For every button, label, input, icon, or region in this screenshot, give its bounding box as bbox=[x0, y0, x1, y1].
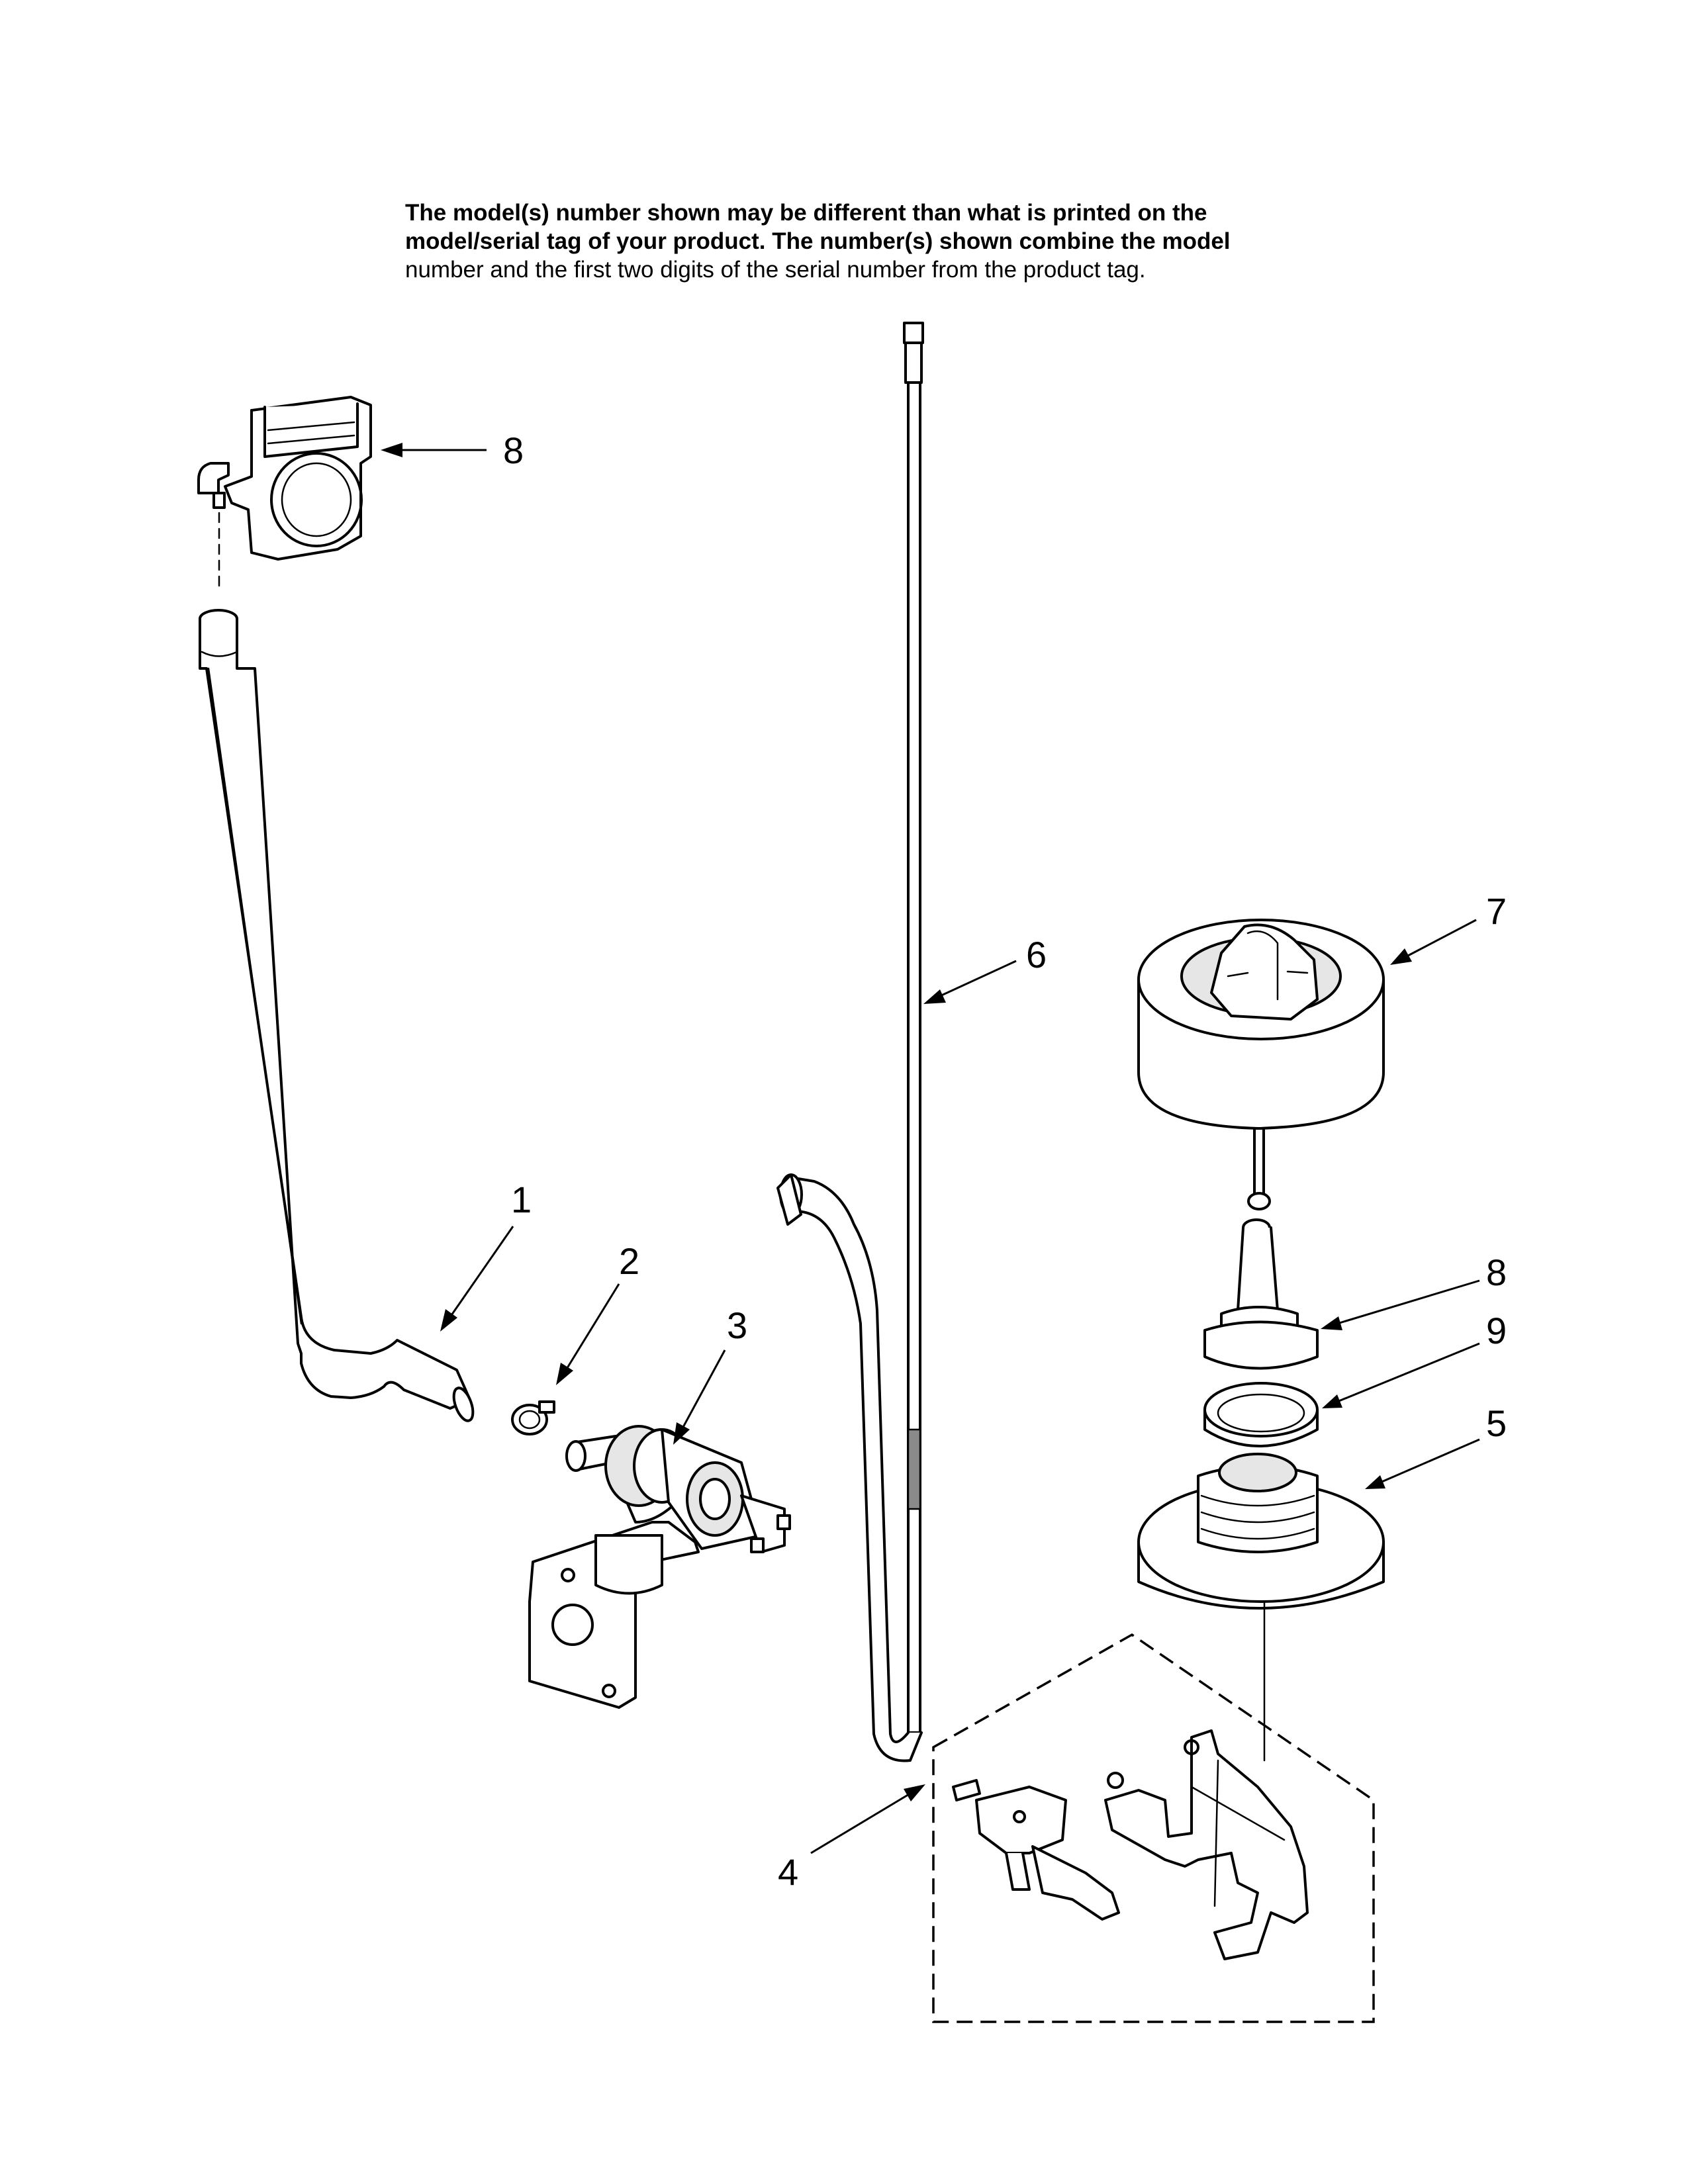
ring-part bbox=[1203, 1382, 1319, 1447]
notice-line-1: The model(s) number shown may be differe… bbox=[405, 200, 1207, 226]
filter-housing-part bbox=[197, 396, 372, 594]
callout-2: 2 bbox=[619, 1240, 639, 1282]
callout-5: 5 bbox=[1486, 1402, 1507, 1444]
callout-7: 7 bbox=[1486, 890, 1507, 932]
callout-4: 4 bbox=[778, 1851, 798, 1893]
fitting-part bbox=[1203, 1218, 1319, 1370]
callout-labels: 8 6 7 1 2 3 8 9 5 4 bbox=[503, 430, 1507, 1893]
water-valve-part bbox=[528, 1425, 791, 1709]
callout-3: 3 bbox=[727, 1304, 747, 1346]
callout-6: 6 bbox=[1026, 934, 1047, 976]
base-part bbox=[1137, 1453, 1385, 1762]
model-number-notice: The model(s) number shown may be differe… bbox=[405, 199, 1398, 284]
notice-line-3: number and the first two digits of the s… bbox=[405, 257, 1146, 283]
callout-9: 9 bbox=[1486, 1310, 1507, 1351]
clamp-part bbox=[511, 1400, 555, 1435]
cap-part bbox=[1137, 919, 1385, 1210]
hose-part bbox=[199, 609, 475, 1422]
fill-hose-part bbox=[776, 322, 924, 1762]
callout-arrows bbox=[381, 443, 1480, 1854]
switch-assembly-part bbox=[932, 1633, 1375, 2023]
callout-1: 1 bbox=[511, 1179, 532, 1220]
callout-8-lower: 8 bbox=[1486, 1251, 1507, 1293]
callout-8-top: 8 bbox=[503, 430, 524, 471]
notice-line-2: model/serial tag of your product. The nu… bbox=[405, 228, 1231, 254]
